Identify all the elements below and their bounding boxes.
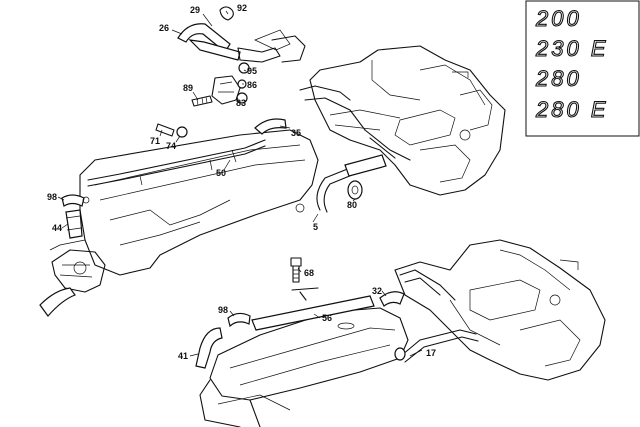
callout-74: 74 bbox=[166, 141, 176, 151]
callout-26: 26 bbox=[159, 23, 169, 33]
badge-280e: 280 E bbox=[535, 97, 609, 122]
callout-56: 56 bbox=[322, 313, 332, 323]
callout-32: 32 bbox=[372, 286, 382, 296]
callout-41: 41 bbox=[178, 351, 188, 361]
callout-89: 89 bbox=[183, 83, 193, 93]
callout-86: 86 bbox=[247, 80, 257, 90]
callout-68: 68 bbox=[304, 268, 314, 278]
callout-44: 44 bbox=[52, 223, 62, 233]
callout-95: 95 bbox=[247, 66, 257, 76]
upper-engine-assembly bbox=[39, 6, 506, 317]
callout-35: 35 bbox=[291, 128, 301, 138]
callout-83: 83 bbox=[236, 98, 246, 108]
callout-29: 29 bbox=[190, 5, 200, 15]
badge-280: 280 bbox=[535, 66, 582, 91]
callout-98-upper: 98 bbox=[47, 192, 57, 202]
callout-labels: 29 92 26 95 86 83 89 71 74 35 50 98 44 8… bbox=[47, 3, 436, 361]
callout-92: 92 bbox=[237, 3, 247, 13]
callout-71: 71 bbox=[150, 136, 160, 146]
callout-50: 50 bbox=[216, 168, 226, 178]
badge-230e: 230 E bbox=[535, 36, 609, 61]
callout-80: 80 bbox=[347, 200, 357, 210]
callout-5: 5 bbox=[313, 222, 318, 232]
badge-200: 200 bbox=[535, 6, 582, 31]
model-badge-panel: 200 230 E 280 280 E bbox=[525, 0, 640, 137]
callout-17: 17 bbox=[426, 348, 436, 358]
lower-engine-assembly bbox=[195, 239, 606, 427]
callout-98-lower: 98 bbox=[218, 305, 228, 315]
leader-lines bbox=[57, 10, 423, 357]
